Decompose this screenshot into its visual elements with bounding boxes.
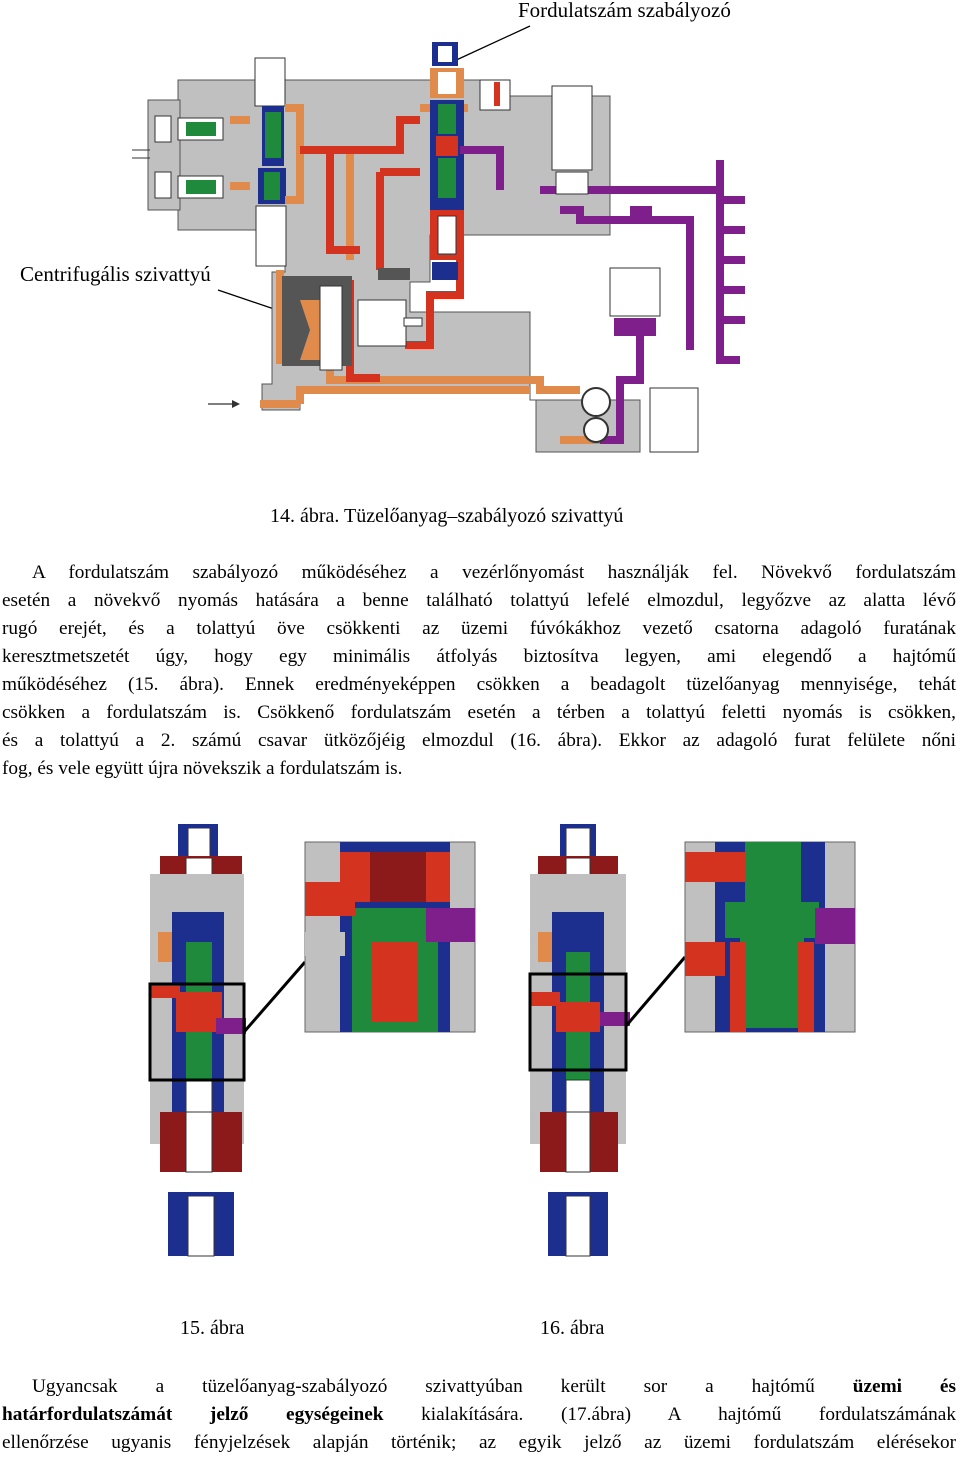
right-components xyxy=(479,79,699,453)
purple-fuel-lines xyxy=(460,146,745,444)
text-line: csökken a fordulatszám is. Csökkenő ford… xyxy=(2,702,956,723)
centrifugal-pump xyxy=(282,268,423,371)
governor-column xyxy=(430,42,464,280)
fig16-zoom-detail xyxy=(684,841,856,1033)
bold-text-run: üzemi és xyxy=(852,1376,956,1397)
fig15-zoom-detail xyxy=(304,841,476,1033)
inlet-arrow xyxy=(208,400,240,408)
bold-text-run: határfordulatszámát jelző egységeinek xyxy=(2,1404,384,1425)
figure-14-caption: 14. ábra. Tüzelőanyag–szabályozó szivatt… xyxy=(270,505,624,527)
text-line: fog, és vele együtt újra növekszik a for… xyxy=(2,758,403,779)
label-centrifugal-pump: Centrifugális szivattyú xyxy=(20,262,211,286)
left-solenoid-valves xyxy=(132,115,224,199)
figure-16-caption: 16. ábra xyxy=(540,1317,605,1339)
text-line: ellenőrzése ugyanis fényjelzések alapján… xyxy=(2,1432,956,1453)
fig15-valve-column xyxy=(148,824,307,1257)
text-line: határfordulatszámát jelző egységeinek ki… xyxy=(2,1401,956,1429)
governor-valve-diagrams xyxy=(148,824,856,1257)
paragraph-speed-indicators: Ugyancsak a tüzelőanyag-szabályozó sziva… xyxy=(2,1373,956,1457)
text-line: és a tolattyú a 2. számú csavar ütközőjé… xyxy=(2,730,956,751)
label-speed-governor: Fordulatszám szabályozó xyxy=(518,0,731,22)
fuel-control-pump-diagram xyxy=(132,25,745,453)
text-line: esetén a növekvő nyomás hatására a benne… xyxy=(2,590,956,611)
left-column xyxy=(254,57,287,267)
pointer-line-governor xyxy=(451,25,531,63)
text-run: kialakítására. (17.ábra) A hajtómű fordu… xyxy=(383,1404,956,1425)
figure-15-caption: 15. ábra xyxy=(180,1317,245,1339)
text-line: Ugyancsak a tüzelőanyag-szabályozó sziva… xyxy=(2,1373,956,1401)
fig16-valve-column xyxy=(528,824,687,1257)
text-run: Ugyancsak a tüzelőanyag-szabályozó sziva… xyxy=(32,1376,853,1397)
text-line: működéséhez (15. ábra). Ennek eredmények… xyxy=(2,674,956,695)
text-line: A fordulatszám szabályozó működéséhez a … xyxy=(32,562,956,583)
text-line: rugó erejét, és a tolattyú öve csökkenti… xyxy=(2,618,956,639)
text-line: keresztmetszetét úgy, hogy egy minimális… xyxy=(2,646,956,667)
paragraph-governor-operation: A fordulatszám szabályozó működéséhez a … xyxy=(2,559,956,783)
